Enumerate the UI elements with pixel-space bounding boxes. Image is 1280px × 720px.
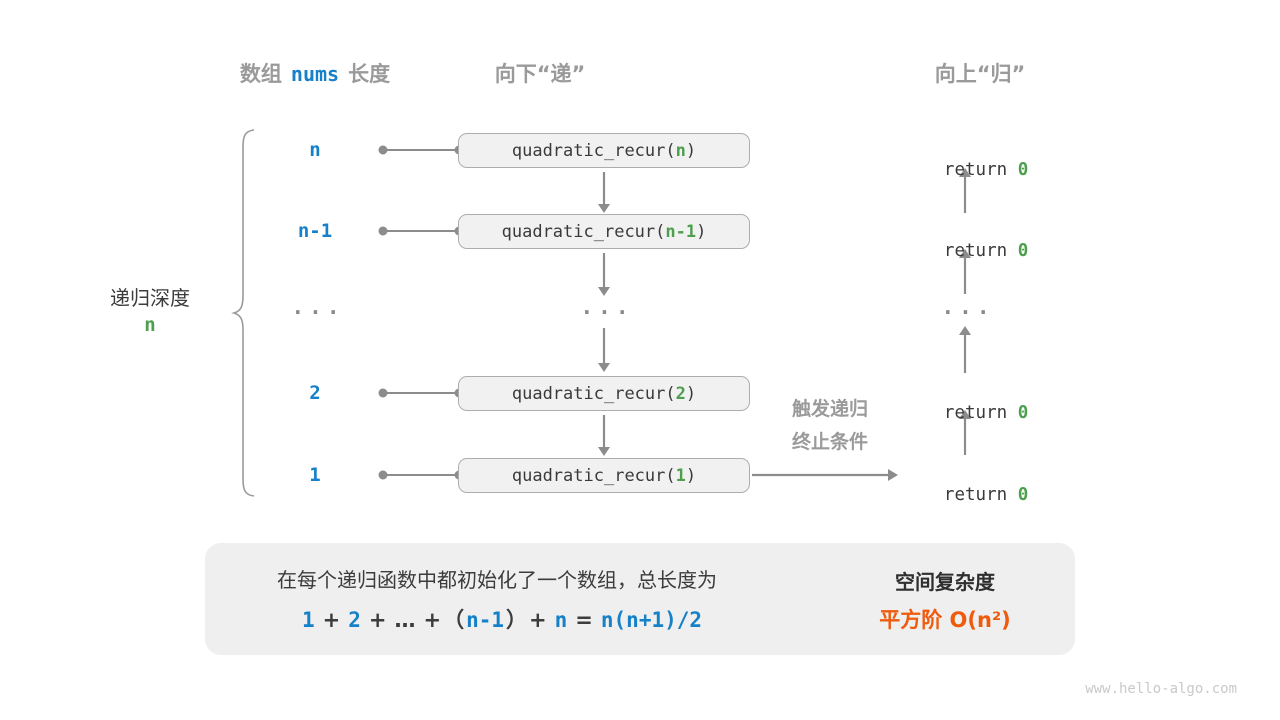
- call-box-2: quadratic_recur(2): [458, 376, 750, 411]
- watermark: www.hello-algo.com: [1085, 681, 1237, 697]
- header-array-label1: 数组: [239, 62, 282, 86]
- recursion-depth-value: n: [144, 314, 156, 336]
- header-downward-recurse: 向下“递”: [494, 62, 586, 86]
- summary-panel: [205, 543, 1075, 655]
- base-case-arrow: [752, 469, 898, 481]
- return-statement: return 0: [943, 160, 1029, 180]
- length-label-n: n: [309, 139, 321, 161]
- summary-description: 在每个递归函数中都初始化了一个数组，总长度为: [277, 568, 717, 592]
- recursion-depth-label: 递归深度: [110, 286, 190, 310]
- header-upward-return: 向上“归”: [934, 62, 1026, 86]
- up-arrows: [959, 168, 971, 455]
- ellipsis-call-column: ...: [580, 295, 634, 319]
- call-arg: 1: [675, 465, 686, 486]
- header-nums-code: nums: [290, 62, 340, 86]
- down-arrows: [598, 172, 610, 456]
- header-array-length: 数组 nums 长度: [240, 58, 390, 88]
- header-array-label2: 长度: [348, 62, 391, 86]
- call-box-n-1: quadratic_recur(n-1): [458, 214, 750, 249]
- return-statement: return 0: [943, 485, 1029, 505]
- call-arg: 2: [675, 383, 686, 404]
- call-box-n: quadratic_recur(n): [458, 133, 750, 168]
- call-box-1: quadratic_recur(1): [458, 458, 750, 493]
- length-label-2: 2: [309, 382, 321, 404]
- call-arg: n: [675, 140, 686, 161]
- ellipsis-return-column: ...: [941, 295, 995, 319]
- length-connector-lines: [378, 145, 464, 480]
- ellipsis-length-column: ...: [291, 295, 345, 319]
- call-arg: n-1: [665, 221, 697, 242]
- length-label-n-1: n-1: [297, 220, 333, 242]
- space-complexity-title: 空间复杂度: [895, 570, 995, 594]
- base-case-trigger-label: 触发递归 终止条件: [791, 398, 869, 453]
- space-complexity-value: 平方阶 O(n²): [879, 608, 1011, 632]
- summary-formula: 1 + 2 + … + （ n-1 ） + n = n(n+1)/2: [301, 608, 703, 632]
- return-statement: return 0: [943, 241, 1029, 261]
- return-statement: return 0: [943, 403, 1029, 423]
- recursion-depth-brace: [231, 129, 255, 497]
- length-label-1: 1: [309, 464, 321, 486]
